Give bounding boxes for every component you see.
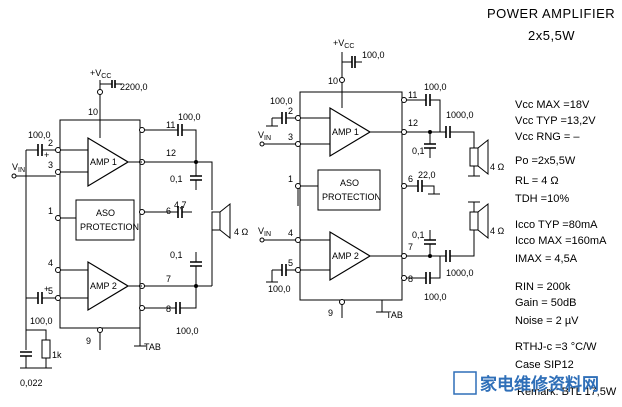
right-cin2-label: 100,0	[268, 284, 291, 294]
left-rc-cap-label: 0,022	[20, 378, 43, 388]
right-amp2-triangle	[329, 230, 372, 282]
right-pin-12: 12	[408, 118, 418, 128]
right-czo1-label: 0,1	[412, 146, 425, 156]
left-amp1-triangle	[87, 136, 130, 188]
left-pin-9: 9	[86, 336, 91, 346]
spec-line: Po =2x5,5W	[515, 155, 576, 167]
right-aso-line2: PROTECTION	[322, 192, 381, 202]
spec-line: TDH =10%	[515, 193, 569, 205]
watermark-text: 家电维修资料网	[480, 374, 599, 395]
right-czo2-label: 0,1	[412, 230, 425, 240]
left-pin-6: 6	[166, 206, 171, 216]
spec-line: Case SIP12	[515, 359, 574, 371]
spec-list: Vcc MAX =18V Vcc TYP =13,2V Vcc RNG = – Po …	[515, 99, 617, 398]
left-rc-resistor	[41, 339, 51, 359]
right-amp2-label: AMP 2	[332, 251, 359, 261]
right-c6-label: 22,0	[418, 170, 436, 180]
left-cbs-label: 100,0	[178, 112, 201, 122]
watermark: 家电维修资料网	[453, 371, 599, 395]
left-pin-5: 5	[48, 286, 53, 296]
right-amp1-label: AMP 1	[332, 127, 359, 137]
right-amp1-triangle	[329, 106, 372, 158]
spec-line: Icco TYP =80mA	[515, 219, 598, 231]
right-cin1-label: 100,0	[270, 96, 293, 106]
right-pin-8: 8	[408, 274, 413, 284]
left-rc-res-label: 1k	[52, 350, 62, 360]
left-cin2-label: 100,0	[30, 316, 53, 326]
left-supply-cap-label: 2200,0	[120, 82, 148, 92]
right-pin-6: 6	[408, 174, 413, 184]
right-circuit: +VCC 100,0 10 AMP 1 AMP 2 ASO PROTECTION…	[258, 38, 505, 320]
right-pin-4: 4	[288, 228, 293, 238]
right-pin-7: 7	[408, 242, 413, 252]
right-vcc-label: +VCC	[333, 38, 354, 50]
left-pin-2: 2	[48, 138, 53, 148]
left-pin-8: 8	[166, 304, 171, 314]
right-pin-9: 9	[328, 308, 333, 318]
right-vin1-label: VIN	[258, 130, 271, 142]
left-circuit: +VCC 2200,0 10 AMP 1 AMP 2 ASO PROTECTIO…	[11, 68, 249, 388]
left-pin-3: 3	[48, 160, 53, 170]
right-pin-2: 2	[288, 106, 293, 116]
left-tab-label: TAB	[144, 342, 161, 352]
left-czo2-label: 0,1	[170, 250, 183, 260]
spec-line: Vcc TYP =13,2V	[515, 115, 596, 127]
left-pin-10: 10	[88, 107, 98, 117]
left-pin-1: 1	[48, 206, 53, 216]
left-amp2-triangle	[87, 260, 130, 312]
right-tab-label: TAB	[386, 310, 403, 320]
right-cout1-label: 1000,0	[446, 110, 474, 120]
spec-line: Vcc MAX =18V	[515, 99, 590, 111]
right-pin-5: 5	[288, 258, 293, 268]
right-pin-10: 10	[328, 76, 338, 86]
right-aso-line1: ASO	[340, 178, 359, 188]
title-line1: POWER AMPLIFIER	[487, 6, 615, 21]
left-pin-11: 11	[166, 120, 175, 130]
left-czo1-label: 0,1	[170, 174, 183, 184]
spec-line: Remark: BTL 17,5W	[517, 386, 617, 398]
right-load2-label: 4 Ω	[490, 226, 505, 236]
left-c6-label: 4,7	[174, 200, 187, 210]
right-vin2-label: VIN	[258, 226, 271, 238]
left-cin1-label: 100,0	[28, 130, 51, 140]
left-cin1-plus: +	[44, 150, 49, 160]
watermark-logo-icon	[453, 371, 477, 395]
left-speaker	[211, 211, 221, 231]
spec-line: RIN = 200k	[515, 281, 571, 293]
right-aso-box	[317, 169, 381, 211]
left-vcc-label: +VCC	[90, 68, 111, 80]
left-pin-12: 12	[166, 148, 176, 158]
right-pin-11: 11	[408, 90, 417, 100]
left-aso-line2: PROTECTION	[80, 222, 139, 232]
left-cin2-plus: +	[44, 284, 49, 294]
title-line2: 2x5,5W	[528, 28, 575, 43]
right-pin-1: 1	[288, 174, 293, 184]
left-load-label: 4 Ω	[234, 227, 249, 237]
left-aso-line1: ASO	[96, 208, 115, 218]
spec-line: IMAX = 4,5A	[515, 253, 578, 265]
right-cbs2-label: 100,0	[424, 292, 447, 302]
right-pin-3: 3	[288, 132, 293, 142]
spec-line: Gain = 50dB	[515, 297, 576, 309]
left-pin-4: 4	[48, 258, 53, 268]
spec-line: RTHJ-c =3 °C/W	[515, 341, 597, 353]
left-amp1-label: AMP 1	[90, 157, 117, 167]
right-speaker-1	[469, 147, 479, 167]
spec-line: Noise = 2 µV	[515, 315, 579, 327]
left-amp2-label: AMP 2	[90, 281, 117, 291]
right-load1-label: 4 Ω	[490, 162, 505, 172]
spec-line: RL = 4 Ω	[515, 175, 559, 187]
right-supply-cap-label: 100,0	[362, 50, 385, 60]
left-pin-7: 7	[166, 274, 171, 284]
right-cbs1-label: 100,0	[424, 82, 447, 92]
left-aso-box	[75, 199, 135, 241]
spec-line: Vcc RNG = –	[515, 131, 580, 143]
right-cout2-label: 1000,0	[446, 268, 474, 278]
left-cbs2-label: 100,0	[176, 326, 199, 336]
right-speaker-2	[469, 211, 479, 231]
left-vin-label: VIN	[12, 162, 25, 174]
spec-line: Icco MAX =160mA	[515, 235, 607, 247]
